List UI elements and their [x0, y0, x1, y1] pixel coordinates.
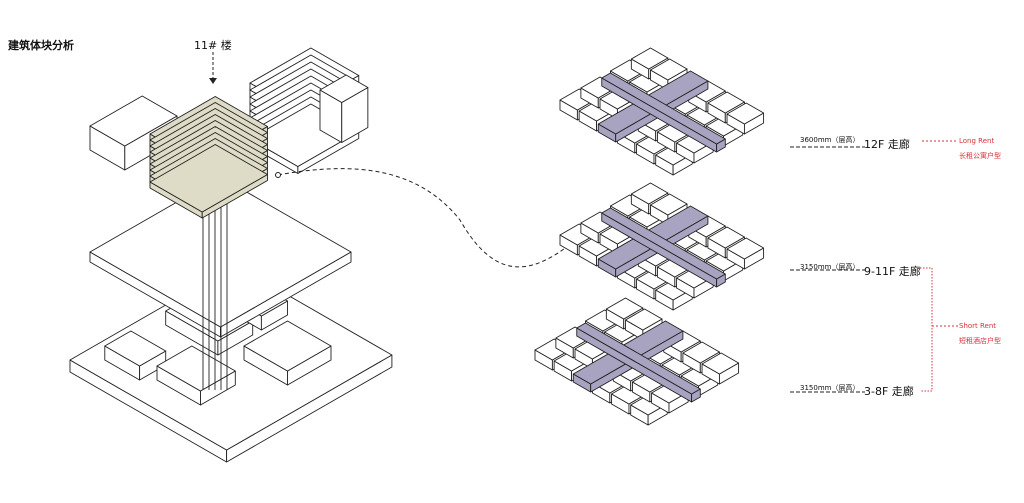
- floor-height-9-11f: 3150mm（层高）: [800, 263, 860, 271]
- side-block-left-top: [89, 95, 178, 147]
- link-curve: [277, 168, 583, 268]
- floor-height-12f: 3600mm（层高）: [800, 136, 860, 144]
- arrow-down-icon: [209, 78, 217, 84]
- building-11-floor-top: [149, 144, 268, 213]
- link-start-marker: [275, 172, 281, 178]
- short-rent-bracket: [920, 267, 933, 392]
- tower-annex-top: [319, 74, 369, 103]
- plan-12f-unit-top: [707, 91, 745, 114]
- podium-room-top: [104, 330, 167, 367]
- floor-label-3-8f: 3-8F 走廊: [864, 385, 914, 398]
- plan-12f-unit-top: [630, 47, 669, 70]
- plan-12f-unit-top: [726, 102, 765, 125]
- plan-9-11f-unit-top: [726, 237, 765, 260]
- plan-12f-unit-top: [650, 58, 688, 81]
- floor-label-9-11f: 9-11F 走廊: [864, 265, 921, 278]
- plan-3-8f-unit-top: [701, 352, 740, 375]
- plan-9-11f-corridor-top: [601, 207, 726, 280]
- type-short-rent-en: Short Rent: [959, 322, 997, 330]
- podium-room-top: [243, 320, 332, 372]
- plan-9-11f-unit-top: [707, 226, 745, 249]
- floor-label-12f: 12F 走廊: [864, 138, 910, 151]
- plan-3-8f-corridor-top: [576, 322, 701, 395]
- plan-3-8f-unit-top: [605, 297, 644, 320]
- plan-3-8f-unit-top: [682, 341, 720, 364]
- page-title: 建筑体块分析: [8, 39, 74, 52]
- type-short-rent-cn: 短租酒店户型: [959, 337, 1001, 345]
- plan-3-8f-unit-top: [625, 308, 663, 331]
- podium-room-top: [156, 345, 236, 392]
- building-label: 11# 楼: [194, 39, 232, 52]
- type-long-rent-cn: 长租公寓户型: [959, 152, 1001, 160]
- type-long-rent-en: Long Rent: [959, 137, 995, 145]
- plan-9-11f-unit-top: [630, 182, 669, 205]
- plan-12f-corridor-top: [601, 72, 726, 145]
- floor-height-3-8f: 3150mm（层高）: [800, 384, 860, 392]
- plan-9-11f-unit-top: [650, 193, 688, 216]
